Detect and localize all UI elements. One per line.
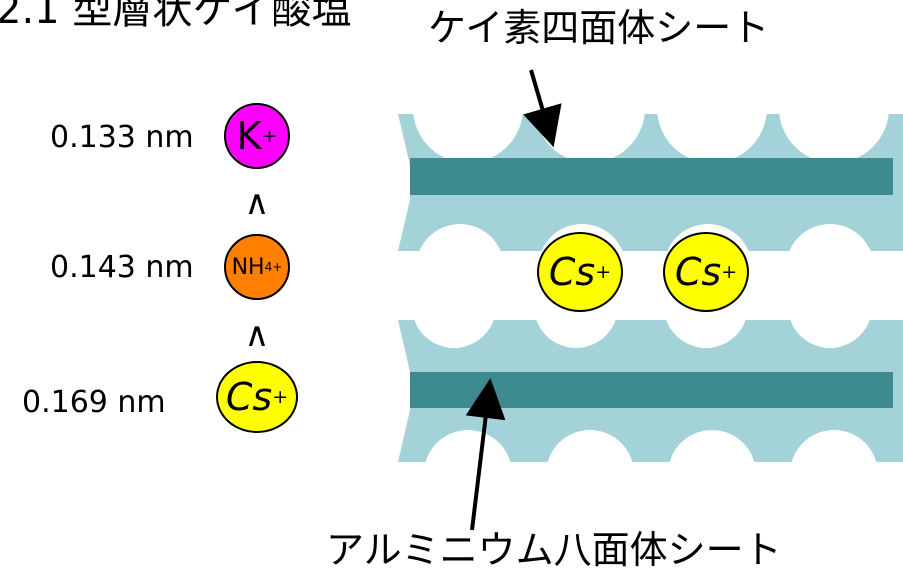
alumina-sheet-label: アルミニウム八面体シート (326, 528, 782, 572)
greater-than-sign-1: ∧ (244, 183, 270, 223)
slide-title: 2.1 型層状ケイ酸塩 (0, 0, 352, 33)
k-radius: 0.133 nm (50, 120, 194, 155)
cs-ion-list: Cs+ (216, 361, 298, 433)
cs-radius: 0.169 nm (22, 385, 166, 420)
nh4-radius: 0.143 nm (50, 250, 194, 285)
top-octahedral-sheet (410, 158, 893, 195)
alumina-sheet-arrow (465, 378, 506, 531)
bottom-lower-scallops (424, 430, 878, 518)
top-upper-scallops (413, 53, 889, 163)
silica-sheet-label: ケイ素四面体シート (428, 6, 770, 50)
cs-ion-interlayer-2: Cs+ (663, 232, 749, 312)
k-ion: K+ (224, 103, 290, 169)
cs-ion-interlayer-1: Cs+ (537, 232, 623, 312)
greater-than-sign-2: ∧ (244, 315, 270, 355)
bottom-octahedral-sheet (410, 372, 893, 408)
silica-sheet-arrow (523, 69, 562, 148)
